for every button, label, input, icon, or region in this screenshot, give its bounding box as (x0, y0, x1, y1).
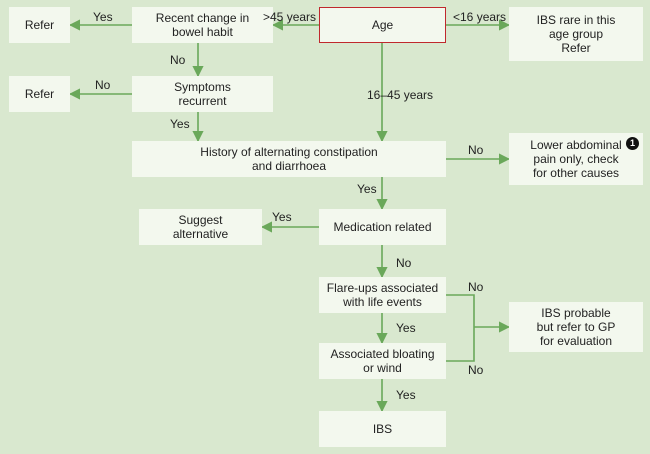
label-yes-history: Yes (357, 182, 377, 196)
label-yes-flare: Yes (396, 321, 416, 335)
medication-related-node: Medication related (319, 209, 446, 245)
age-node: Age (319, 7, 446, 43)
label-16-45: 16–45 years (367, 88, 434, 102)
refer-mid-node: Refer (9, 76, 70, 112)
label-no-flare: No (468, 280, 484, 294)
label-no-bloating: No (468, 363, 484, 377)
no-bracket-connector (446, 294, 475, 362)
lower-abdominal-text: Lower abdominal pain only, check for oth… (530, 138, 622, 180)
symptoms-recurrent-node: Symptoms recurrent (132, 76, 273, 112)
label-no-recent-change: No (170, 53, 186, 67)
lower-abdominal-node: Lower abdominal pain only, check for oth… (509, 133, 643, 185)
label-yes-refer-top: Yes (93, 10, 113, 24)
label-over-45: >45 years (263, 10, 317, 24)
ibs-rare-node: IBS rare in this age group Refer (509, 7, 643, 61)
history-alternating-node: History of alternating constipation and … (132, 141, 446, 177)
recent-change-node: Recent change in bowel habit (132, 7, 273, 43)
label-no-refer-mid: No (95, 78, 111, 92)
info-number-icon: 1 (626, 137, 639, 150)
ibs-node: IBS (319, 411, 446, 447)
refer-top-node: Refer (9, 7, 70, 43)
label-yes-bloating: Yes (396, 388, 416, 402)
label-yes-symptoms: Yes (170, 117, 190, 131)
label-yes-medication: Yes (272, 210, 292, 224)
ibs-probable-node: IBS probable but refer to GP for evaluat… (509, 302, 643, 352)
label-under-16: <16 years (453, 10, 507, 24)
bloating-node: Associated bloating or wind (319, 343, 446, 379)
label-no-medication: No (396, 256, 412, 270)
label-no-history: No (468, 143, 484, 157)
suggest-alternative-node: Suggest alternative (139, 209, 262, 245)
flare-ups-node: Flare-ups associated with life events (319, 277, 446, 313)
